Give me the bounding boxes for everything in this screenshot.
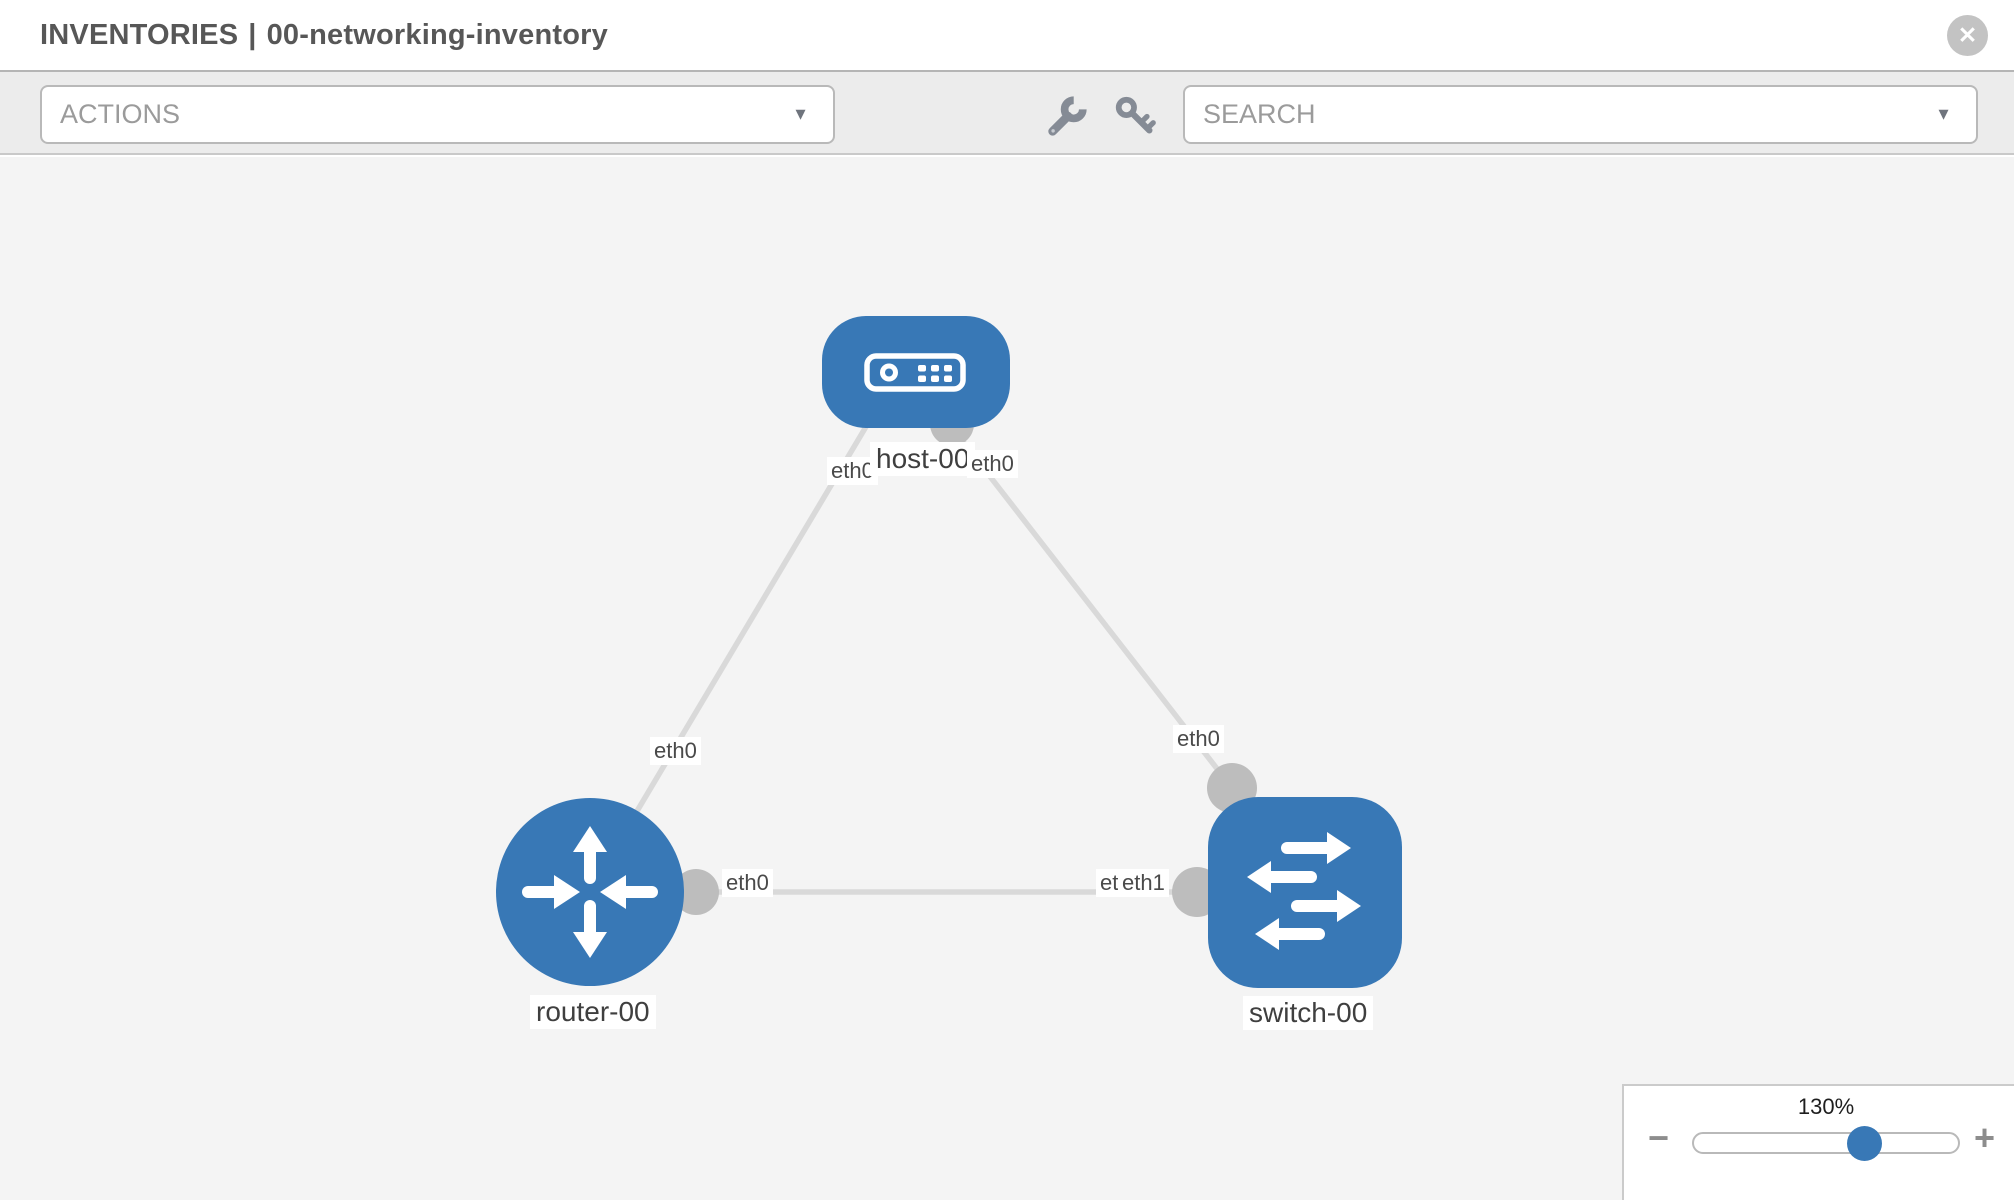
zoom-slider-handle[interactable] [1847, 1126, 1882, 1161]
search-dropdown[interactable]: SEARCH ▼ [1183, 85, 1978, 144]
key-icon [1115, 96, 1156, 134]
chevron-down-icon: ▼ [1935, 104, 1952, 124]
host-icon [864, 353, 966, 392]
node-host-00[interactable] [822, 316, 1010, 428]
breadcrumb-section: INVENTORIES [40, 19, 239, 51]
zoom-level: 130% [1797, 1094, 1855, 1119]
header: INVENTORIES | 00-networking-inventory ✕ [0, 0, 2014, 72]
node-switch-00[interactable] [1208, 797, 1402, 988]
close-button[interactable]: ✕ [1947, 15, 1988, 56]
interface-label: eth0 [1173, 725, 1224, 753]
wrench-icon [1048, 96, 1087, 136]
actions-dropdown-label: ACTIONS [60, 99, 181, 129]
search-dropdown-label: SEARCH [1203, 99, 1316, 129]
switch-icon [1247, 832, 1361, 950]
zoom-panel: 130% − + [1622, 1084, 2014, 1200]
title-separator: | [248, 19, 257, 51]
interface-label: eth1 [1118, 869, 1169, 897]
inventory-name: 00-networking-inventory [266, 19, 608, 51]
zoom-slider-track[interactable] [1692, 1132, 1960, 1154]
topology-canvas[interactable]: eth0 host-00 eth0 eth0 eth0 eth0 eth0 et… [0, 157, 2014, 1200]
actions-dropdown[interactable]: ACTIONS ▼ [40, 85, 835, 144]
interface-label: eth0 [650, 737, 701, 765]
interface-label: eth0 [722, 869, 773, 897]
zoom-in-button[interactable]: + [1974, 1117, 1996, 1158]
router-icon [522, 826, 658, 958]
chevron-down-icon: ▼ [792, 104, 809, 124]
interface-label: eth0 [967, 450, 1018, 478]
interface-label: eth0 [827, 457, 878, 485]
node-label-host-00: host-00 [870, 442, 976, 476]
node-label-switch-00: switch-00 [1243, 996, 1374, 1030]
page-title: INVENTORIES | 00-networking-inventory [40, 0, 608, 70]
interface-dot-router-right [673, 869, 719, 915]
wrench-button[interactable] [1044, 94, 1090, 140]
node-router-00[interactable] [496, 798, 684, 986]
toolbar: ACTIONS ▼ SEARCH ▼ [0, 72, 2014, 155]
key-button[interactable] [1112, 94, 1158, 140]
close-icon: ✕ [1957, 22, 1978, 48]
zoom-out-button[interactable]: − [1648, 1117, 1670, 1158]
node-label-router-00: router-00 [530, 995, 656, 1029]
topology-graph [496, 316, 1402, 988]
